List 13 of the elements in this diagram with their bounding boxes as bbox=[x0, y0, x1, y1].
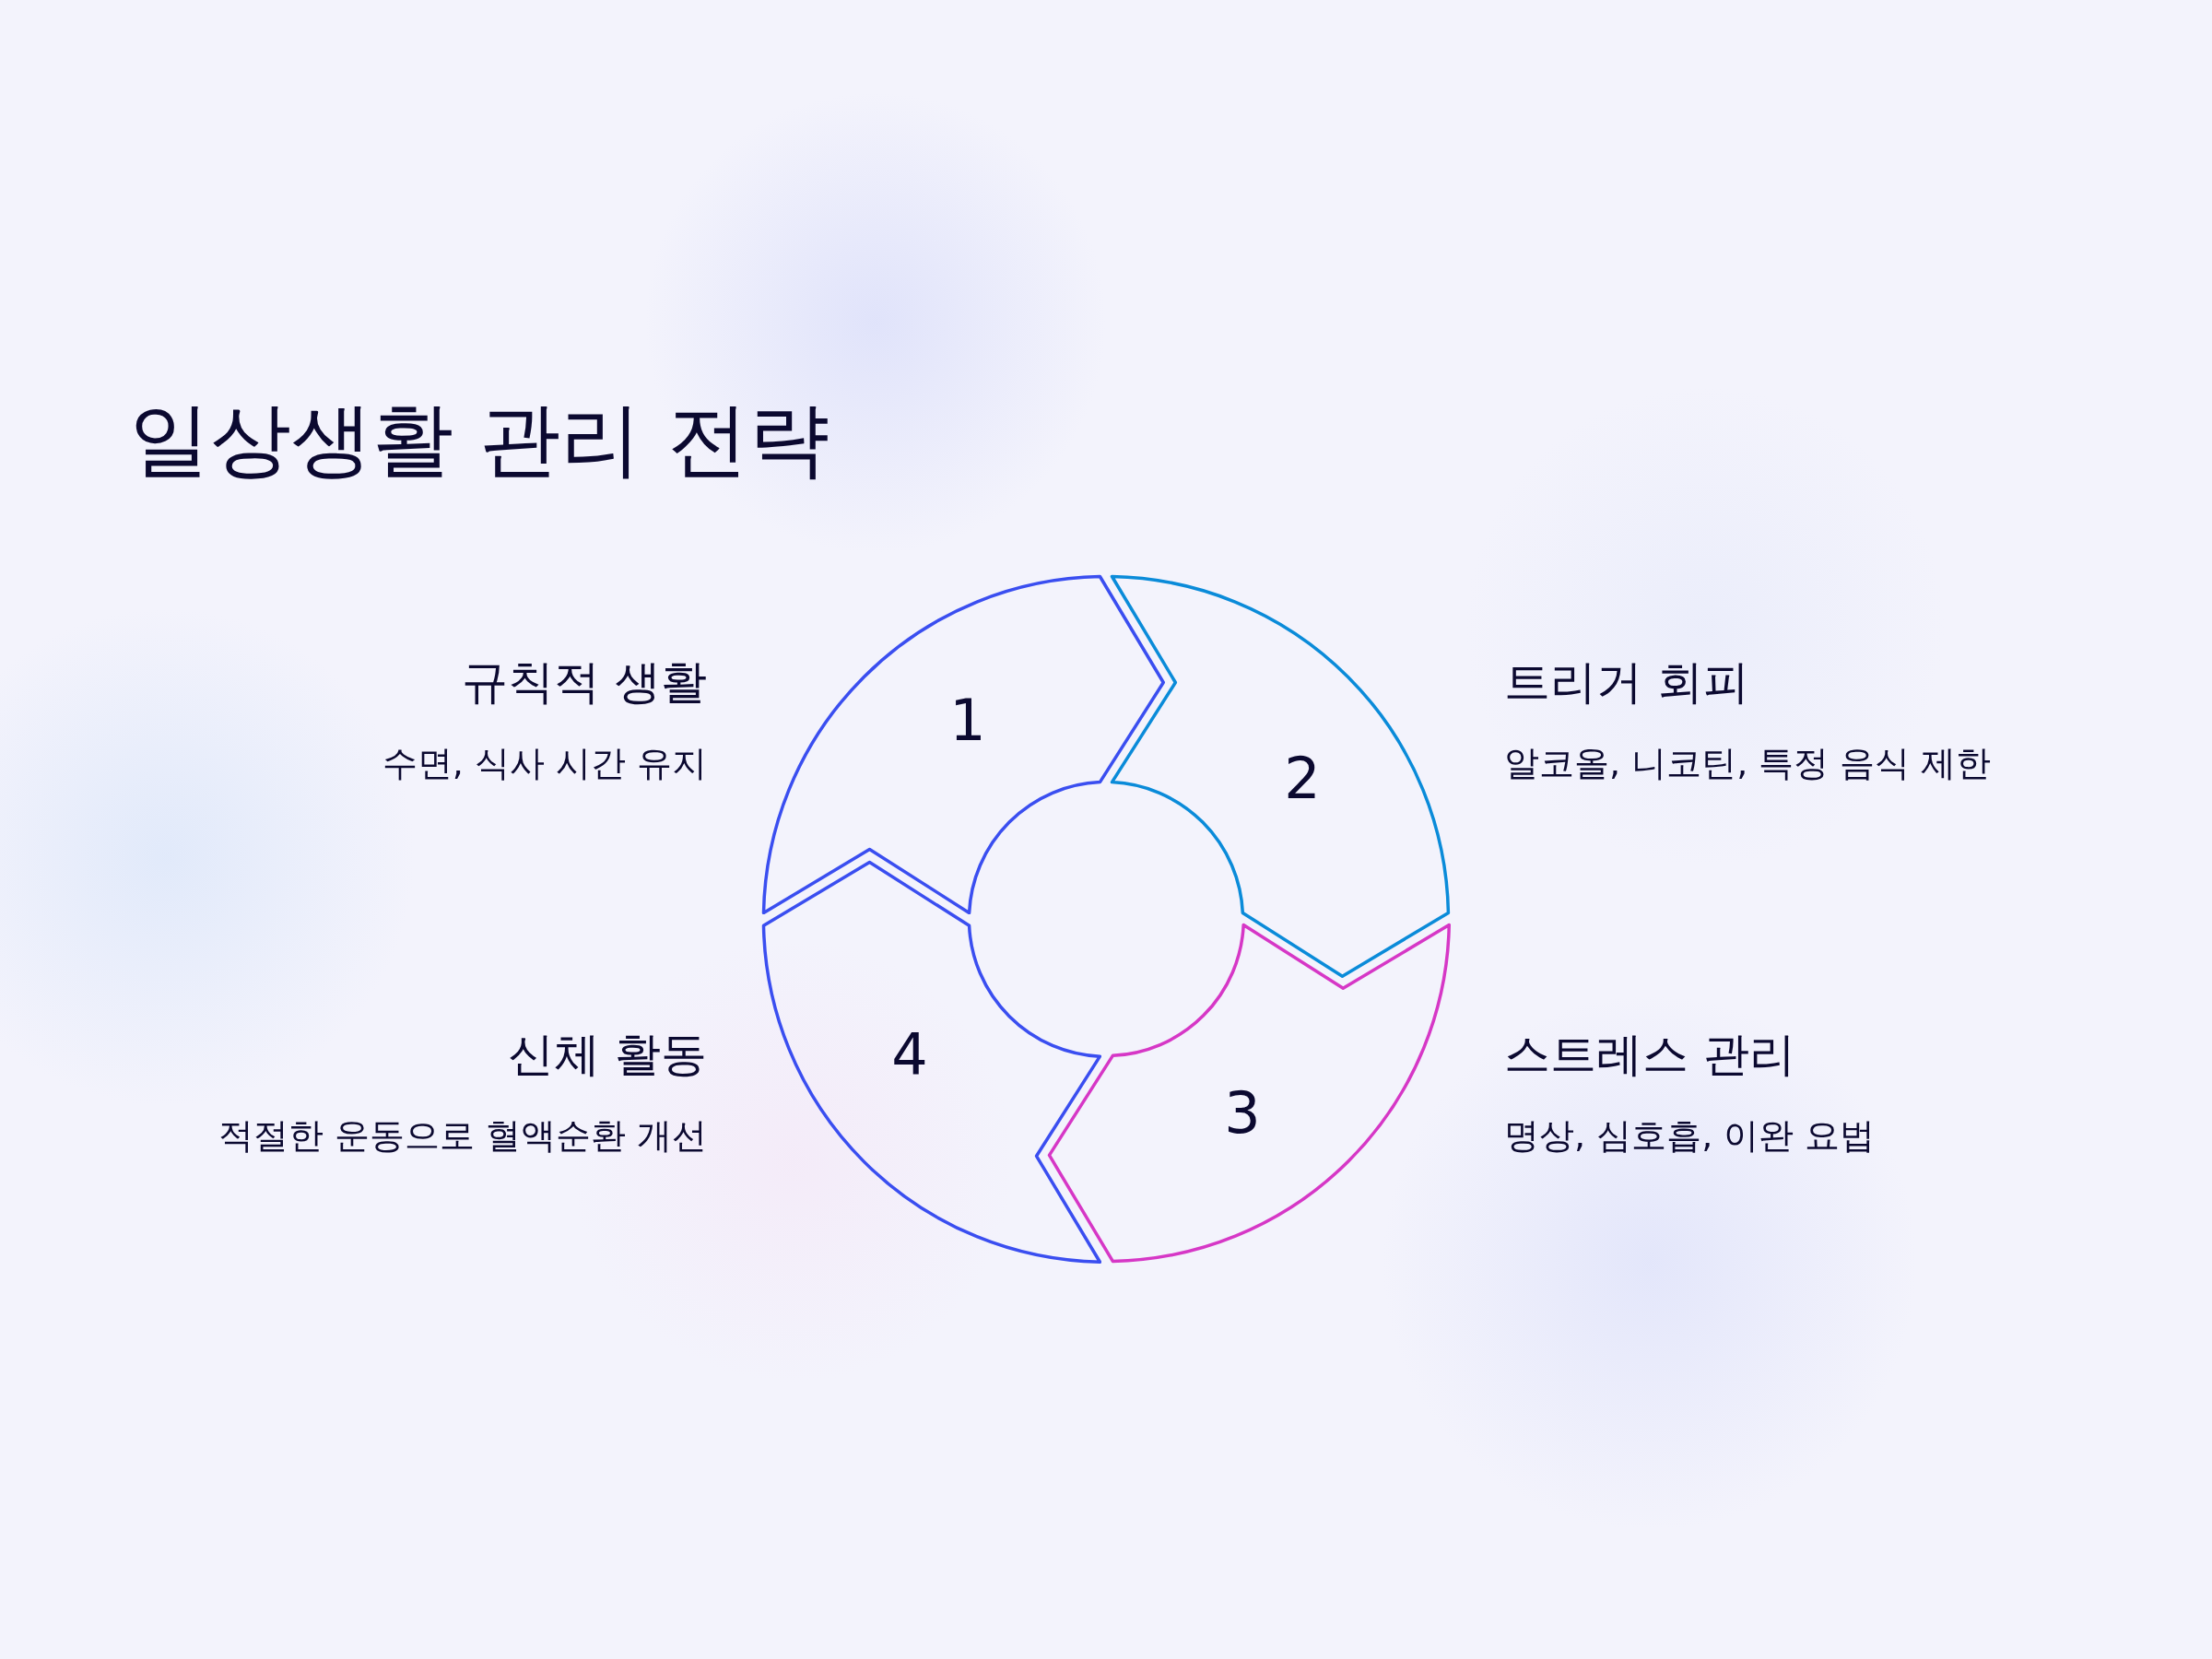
step-number: 3 bbox=[1224, 1085, 1261, 1142]
step-number: 2 bbox=[1284, 750, 1321, 807]
item-heading: 트리거 회피 bbox=[1504, 654, 1749, 710]
item-description: 알코올, 니코틴, 특정 음식 제한 bbox=[1504, 743, 1992, 785]
step-number: 1 bbox=[949, 692, 986, 749]
item-heading: 스트레스 관리 bbox=[1504, 1027, 1795, 1082]
item-heading: 규칙적 생활 bbox=[462, 654, 707, 710]
title: 일상생활 관리 전략 bbox=[129, 391, 830, 488]
item-description: 적절한 운동으로 혈액순환 개선 bbox=[218, 1115, 707, 1158]
item-description: 명상, 심호흡, 이완 요법 bbox=[1504, 1115, 1876, 1158]
step-number: 4 bbox=[891, 1027, 928, 1084]
item-description: 수면, 식사 시간 유지 bbox=[382, 743, 707, 785]
item-heading: 신체 활동 bbox=[508, 1027, 707, 1082]
